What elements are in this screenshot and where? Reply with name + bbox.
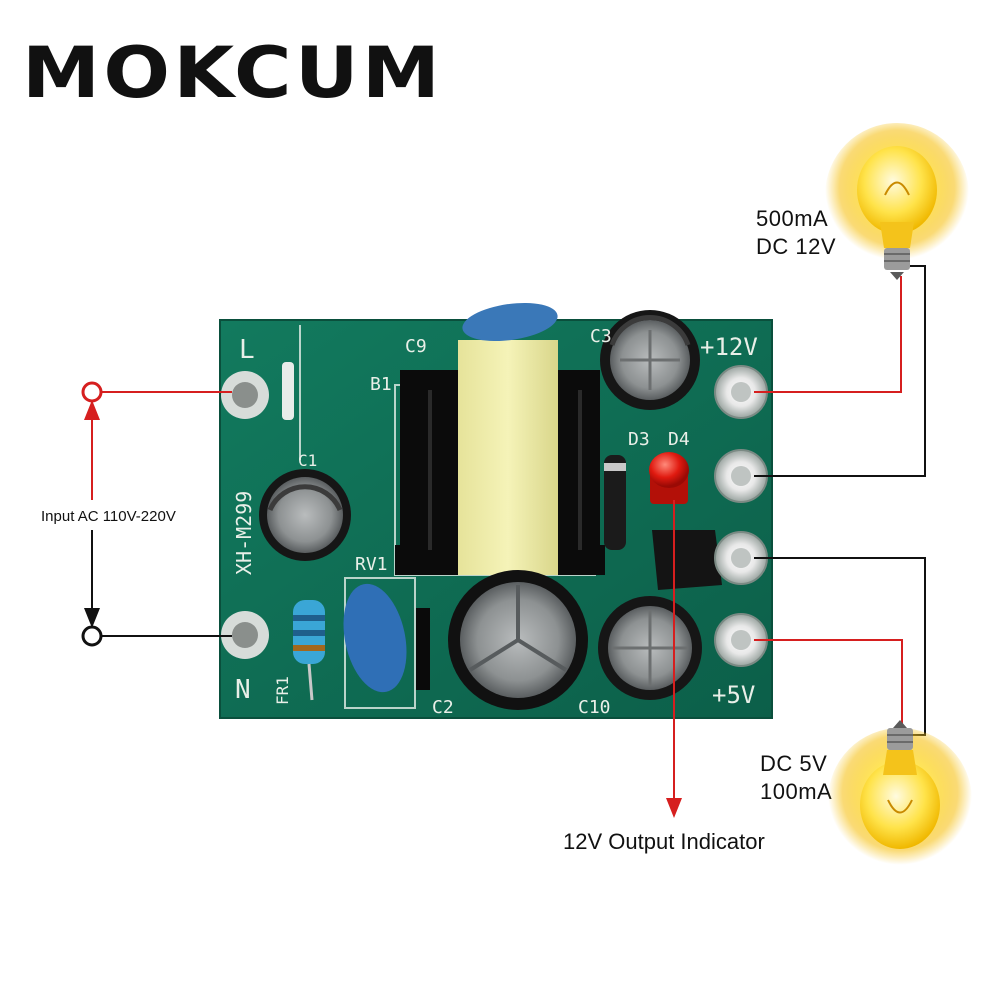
bulb-12v-icon: [825, 123, 969, 280]
capacitor-c3: [600, 310, 700, 410]
silk-c1: C1: [298, 451, 317, 470]
silk-d4: D4: [668, 429, 690, 450]
output-wiring: [666, 265, 926, 818]
silk-fr1: FR1: [273, 676, 292, 705]
output-12v-voltage: DC 12V: [756, 234, 837, 259]
silk-rv1: RV1: [355, 554, 388, 575]
capacitor-c10: [598, 596, 702, 700]
capacitor-c2: [448, 570, 588, 710]
silk-l: L: [239, 335, 255, 365]
diode-d3: [604, 455, 626, 550]
fuse-fr1: [293, 600, 325, 701]
silk-c9: C9: [405, 336, 427, 357]
silk-c2: C2: [432, 697, 454, 718]
transformer-b1: [395, 340, 605, 575]
silk-plus12v: +12V: [700, 333, 758, 361]
silk-c3: C3: [590, 326, 612, 347]
output-12v-current: 500mA: [756, 206, 829, 231]
input-wiring: [81, 381, 232, 647]
led-d4: [649, 452, 689, 504]
input-label: Input AC 110V-220V: [41, 508, 176, 525]
output-5v-voltage: DC 5V: [760, 751, 828, 776]
regulator: [652, 530, 722, 590]
silk-b1: B1: [370, 374, 392, 395]
input-terminal-l: [81, 381, 103, 403]
indicator-label: 12V Output Indicator: [563, 829, 765, 854]
output-12v-label: 500mA DC 12V: [756, 205, 836, 261]
silk-n: N: [235, 675, 251, 705]
silk-c10: C10: [578, 697, 611, 718]
input-terminal-n: [81, 625, 103, 647]
brand-logo: MOKCUM: [22, 32, 444, 114]
silk-plus5v: +5V: [712, 681, 755, 709]
bulb-5v-icon: [828, 720, 972, 872]
output-5v-label: DC 5V 100mA: [760, 750, 832, 806]
silk-model: XH-M299: [232, 491, 256, 575]
output-5v-current: 100mA: [760, 779, 833, 804]
silk-d3: D3: [628, 429, 650, 450]
varistor-rv1: [343, 583, 407, 693]
capacitor-c1: [259, 469, 351, 561]
capacitor-c9: [462, 302, 558, 342]
